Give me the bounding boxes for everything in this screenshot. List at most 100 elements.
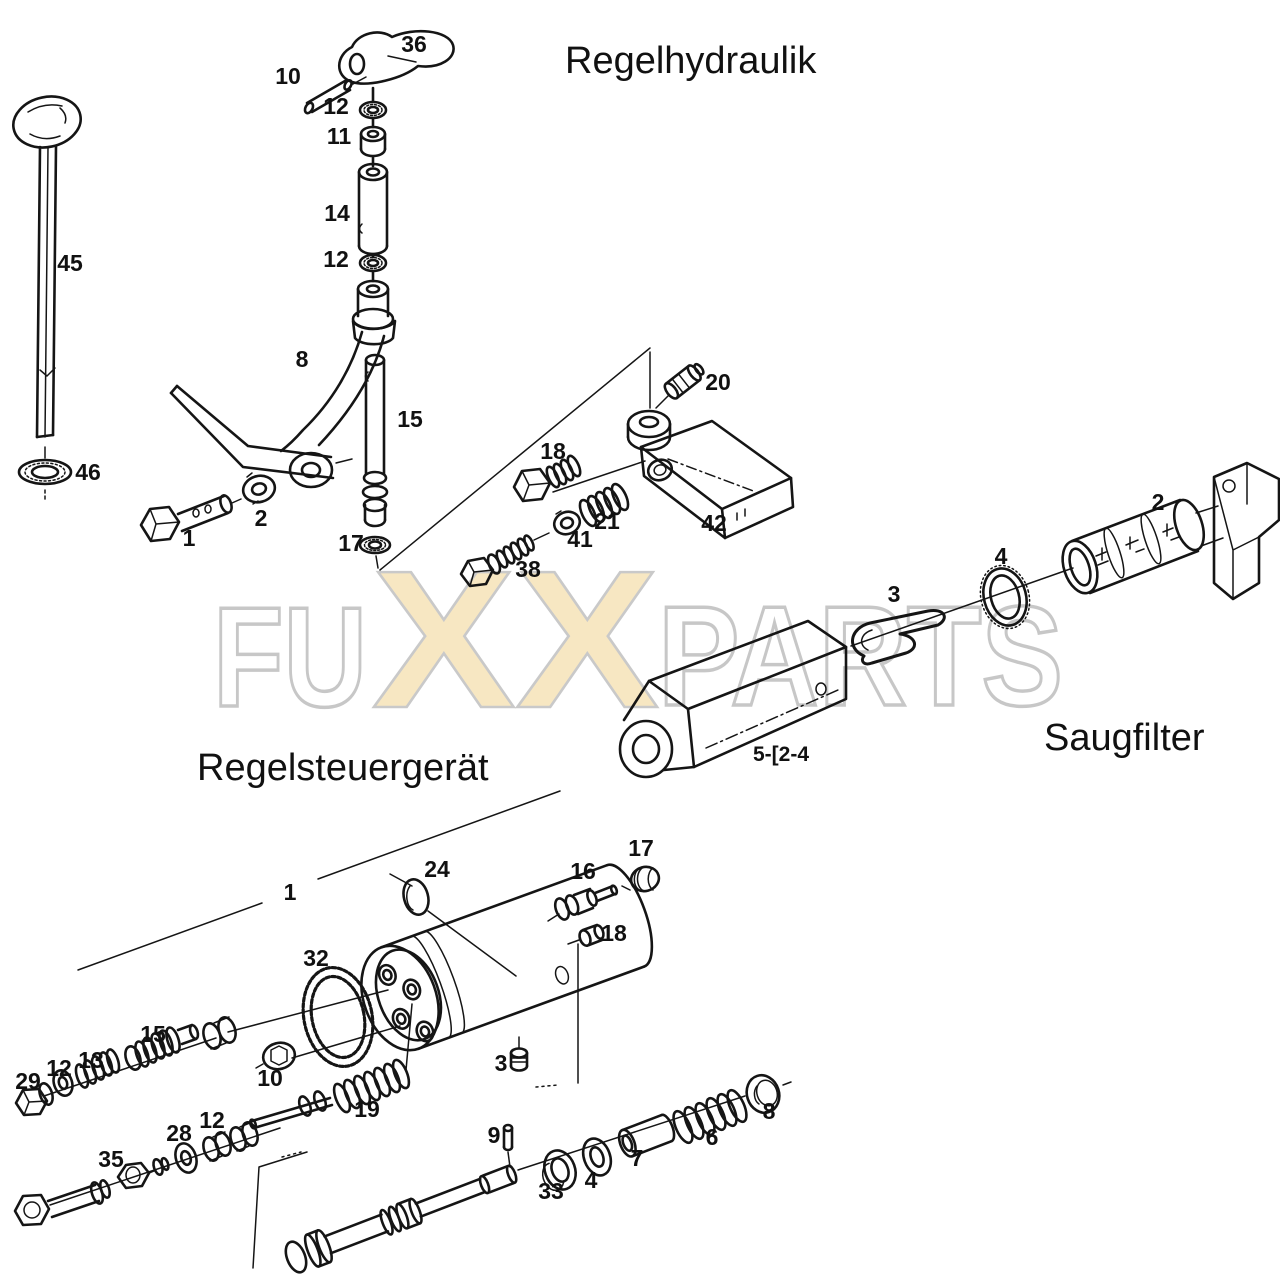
pin-9-drawing [502,1123,514,1168]
part-label-rs-32: 32 [303,945,329,971]
plug-17-rs-drawing [621,865,661,893]
part-label-rs-35: 35 [98,1146,124,1172]
leader-20 [655,395,669,409]
part-label-10: 10 [275,63,301,89]
plug-18-drawing [512,454,582,503]
filter-housing-5-drawing [618,619,848,779]
part-label-sf-2: 2 [1152,489,1165,515]
part-label-12: 12 [323,93,349,119]
bolt-38-drawing [459,532,550,588]
part-label-rs-19: 19 [354,1096,380,1122]
part-label-rs-13: 13 [78,1047,104,1073]
washer-12-lower-drawing [358,253,388,283]
part-label-18: 18 [540,438,566,464]
part-label-38: 38 [515,556,541,582]
bushings-12-row2-drawing [202,1121,259,1162]
part-label-17: 17 [338,530,364,556]
filter-bracket-drawing [1212,461,1280,601]
part-label-sf-4: 4 [995,543,1008,569]
cap-8-drawing [745,1073,792,1115]
nut-35-drawing [116,1156,170,1190]
labels-regelsteuergeraet: 1 24 16 17 18 32 15 13 12 29 10 3 9 33 4… [15,835,775,1204]
bolt-1-drawing [139,494,242,543]
part-label-rs-10: 10 [257,1065,283,1091]
pilot-rod-drawing [248,1090,334,1130]
pin-10-drawing [303,76,367,115]
part-label-41: 41 [567,526,593,552]
part-label-rs-12: 12 [46,1055,72,1081]
axis-42-horizontal [552,460,646,493]
part-label-20: 20 [705,369,731,395]
part-label-rs-3: 3 [495,1050,508,1076]
o-ring-4-drawing [979,564,1031,630]
section-regelsteuergeraet [13,790,792,1274]
part-label-rs-16: 16 [570,858,596,884]
part-label-rs-4: 4 [585,1167,598,1193]
section-regelhydraulik [12,29,795,588]
part-label-42: 42 [701,510,727,536]
part-label-14: 14 [324,200,350,226]
spring-21-drawing [578,482,630,528]
washer-2-drawing [241,472,277,505]
washer-4-rs-drawing [581,1137,613,1177]
part-label-rs-33: 33 [538,1178,564,1204]
lever-36-drawing [337,29,455,103]
dipstick-45-drawing [12,95,82,439]
leader-line-1 [77,790,561,971]
part-label-rs-12b: 12 [199,1107,225,1133]
watermark-fu: FU [213,578,367,737]
part-label-45: 45 [57,250,83,276]
part-label-21: 21 [594,508,620,534]
plug-18-rs-drawing [567,923,605,948]
axis-line-row2 [49,1127,281,1206]
part-label-rs-28: 28 [166,1120,192,1146]
part-label-46: 46 [75,459,101,485]
filter-cartridge-2-drawing [1061,498,1224,595]
part-label-8: 8 [296,346,309,372]
clip-3-drawing [851,608,946,666]
bracket-line-bottom-left [252,1151,308,1269]
adjuster-bolt-drawing [13,1179,112,1227]
cylinder-14-drawing [357,162,389,259]
spring-19-drawing [332,1003,413,1114]
part-label-rs-8: 8 [763,1098,776,1124]
washer-12-upper-drawing [358,100,388,129]
seal-ring-46-drawing [17,446,73,502]
labels-regelhydraulik: 36 10 12 11 14 12 45 46 8 15 1 2 17 20 1… [57,31,731,582]
spring-6-drawing [672,1088,748,1145]
pivot-connector-drawing [351,279,397,346]
group-label-5-2-4: 5-[2-4 [753,743,809,766]
title-regelsteuergeraet: Regelsteuergerät [197,747,489,789]
part-label-rs-18: 18 [601,920,627,946]
bushing-11-drawing [359,125,387,168]
part-label-rs-17: 17 [628,835,654,861]
rod-15-drawing [361,353,389,528]
part-label-rs-1: 1 [284,879,297,905]
part-label-1: 1 [183,525,196,551]
sleeve-7-drawing [617,1113,676,1158]
part-label-rs-15: 15 [140,1021,166,1047]
part-label-rs-7: 7 [631,1145,644,1171]
seal-24-drawing [389,873,517,977]
part-label-rs-29: 29 [15,1068,41,1094]
watermark-xx: XX [372,530,659,749]
part-label-rs-24: 24 [424,856,450,882]
bushing-pair-upper-drawing [202,1016,237,1050]
part-label-rs-9: 9 [488,1122,501,1148]
part-label-2: 2 [255,505,268,531]
washer-28-drawing [174,1142,198,1174]
lever-arm-8-drawing [169,330,386,489]
bracket-line-right [535,943,579,1088]
title-regelhydraulik: Regelhydraulik [565,40,817,82]
title-saugfilter: Saugfilter [1044,717,1205,759]
socket-plug-10-drawing [255,1041,297,1071]
part-label-rs-6: 6 [706,1124,719,1150]
part-label-12b: 12 [323,246,349,272]
seal-33-drawing [541,1149,577,1192]
valve-16-drawing [547,884,619,922]
valve-body-drawing [360,863,654,1052]
part-label-11: 11 [327,123,352,149]
watermark-parts: PARTS [658,577,1063,736]
